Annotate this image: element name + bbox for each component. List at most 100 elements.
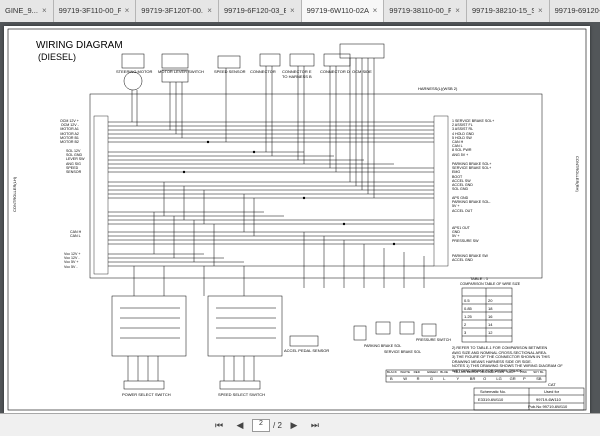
note-line: DRAWING MEANS HARNESS SIDE OR SIDE. <box>452 359 532 364</box>
color-code: L <box>443 376 446 381</box>
color-name: BLUE <box>440 370 449 374</box>
signal-label: ANG SIG <box>66 161 81 166</box>
tab-4-active[interactable]: 99719-6W110-02A_W...× <box>301 0 385 22</box>
signal-label: ACCEL OUT <box>452 208 473 213</box>
color-code: O <box>483 376 487 381</box>
close-icon[interactable]: × <box>207 6 212 15</box>
color-name: GREEN <box>426 370 438 374</box>
signal-label: Vcc 12V - <box>64 256 80 261</box>
signal-label: PRESSURE SW <box>452 238 479 243</box>
left-signal-group-4: Vcc 12V + Vcc 12V - Vcc 5V + Vcc 5V - <box>64 252 80 269</box>
tab-label: 99719-69120-00.pd... <box>554 6 600 15</box>
signal-label: 2 ASSIST FL <box>452 123 473 128</box>
signal-label: ANG 5V + <box>452 152 469 157</box>
label-motor-lever-switch: MOTOR LEVER SWITCH <box>158 69 204 74</box>
close-icon[interactable]: × <box>455 6 460 15</box>
document-viewer[interactable]: WIRING DIAGRAM (DIESEL) STEERING MOTOR M… <box>0 22 600 435</box>
label-accel-pedal-sensor: ACCEL PEDAL SENSOR <box>284 348 330 353</box>
color-code-names: BLACK WHITE RED GREEN BLUE YELLOW BROWN … <box>387 370 547 374</box>
first-page-icon[interactable]: ⏮ <box>214 419 224 430</box>
last-page-icon[interactable]: ⏭ <box>310 419 319 430</box>
right-signal-group-3: APS GND PARKING BRAKE SOL- 5V + ACCEL OU… <box>452 196 490 213</box>
signal-label: MOTOR B1 <box>60 135 79 140</box>
color-code: B <box>390 376 393 381</box>
signal-label: SOL GND <box>452 187 469 192</box>
signal-label: SOL 12V <box>66 149 81 153</box>
tab-7[interactable]: 99719-69120-00.pd... <box>549 0 600 22</box>
signal-label: 8 SOL PWR <box>452 148 472 153</box>
tab-label: 99719-6W110-02A_W... <box>306 6 369 15</box>
tab-label: GINE_9... <box>5 6 38 15</box>
label-ocm-side: OCM SIDE <box>352 69 372 74</box>
table-cell: 1.25 <box>464 314 472 319</box>
left-signal-group-2: SOL 12V SOL GND LEVER SW ANG SIG SPEED S… <box>66 149 85 174</box>
signal-label: APS GND <box>452 196 469 200</box>
page-number-input[interactable]: 2 <box>252 418 270 432</box>
signal-label: Vcc 5V - <box>64 264 78 269</box>
note-line: WET DISC BRAKE FOR DIESEL TRUCK. <box>452 368 524 373</box>
signal-label: OCM 12V + <box>60 119 79 123</box>
label-service-brake-sol: SERVICE BRAKE SOL <box>384 350 422 354</box>
next-page-icon[interactable]: ▶ <box>290 419 298 430</box>
table-row: 0.5 20 <box>464 297 492 305</box>
color-code: SB <box>536 376 542 381</box>
signal-label: SERVICE BRAKE SOL+ <box>452 166 492 171</box>
signal-label: CAN L <box>452 144 463 149</box>
close-icon[interactable]: × <box>124 6 130 15</box>
table-cell: 2 <box>464 322 467 327</box>
left-signal-group-3: CAN H CAN L <box>70 230 81 238</box>
table-cell: 20 <box>488 298 493 303</box>
close-icon[interactable]: × <box>372 6 378 15</box>
label-to-harness-b: TO HARNESS B <box>282 74 312 79</box>
note-line: 3) THE FIGURE OF THE CONNECTOR SHOWN IN … <box>452 355 550 360</box>
signal-label: Vcc 12V + <box>64 252 81 256</box>
table-cell: 14 <box>488 322 493 327</box>
label-pressure-switch: PRESSURE SWITCH <box>416 338 451 342</box>
tab-2[interactable]: 99719-3F120T-00.pdf× <box>136 0 219 22</box>
label-connector-d: CONNECTOR D <box>320 69 350 74</box>
tab-bar: GINE_9...× 99719-3F110-00_FOR...× 99719-… <box>0 0 600 23</box>
prev-page-icon[interactable]: ◀ <box>236 419 244 430</box>
close-icon[interactable]: × <box>41 6 47 15</box>
tab-3[interactable]: 99719-6F120-03_ELE...× <box>218 0 302 22</box>
close-icon[interactable]: × <box>289 6 295 15</box>
color-name: BLACK <box>387 370 397 374</box>
signal-label: MOTOR B2 <box>60 140 79 145</box>
signal-label: 1 SERVICE BRAKE SOL+ <box>452 119 495 123</box>
label-steering-motor: STEERING MOTOR <box>116 69 153 74</box>
right-signal-group-2: PARKING BRAKE SOL+ SERVICE BRAKE SOL+ EM… <box>452 162 491 191</box>
label-controller-left: CONTROLLER(LH) <box>12 176 17 212</box>
color-name: LT GRN <box>493 370 505 374</box>
table-row: 0.85 18 <box>464 305 492 313</box>
tab-0[interactable]: GINE_9...× <box>0 0 54 22</box>
color-code: Y <box>456 376 460 381</box>
label-power-select-switch: POWER SELECT SWITCH <box>122 392 171 397</box>
tab-5[interactable]: 99719-38110-00_FOR...× <box>384 0 467 22</box>
signal-label: ACCEL GND <box>452 258 473 263</box>
note-line: NOTES 1) THIS DRAWING SHOWS THE WIRING D… <box>452 364 563 369</box>
label-speed-select-switch: SPEED SELECT SWITCH <box>218 392 266 397</box>
table-cell: 12 <box>488 330 493 335</box>
pdf-page: WIRING DIAGRAM (DIESEL) STEERING MOTOR M… <box>4 26 590 413</box>
signal-label: APS1 OUT <box>452 226 470 230</box>
right-signal-group-1: 1 SERVICE BRAKE SOL+ 2 ASSIST FL 3 ASSIS… <box>452 119 494 157</box>
tab-1[interactable]: 99719-3F110-00_FOR...× <box>53 0 137 22</box>
color-code: G <box>429 376 434 381</box>
right-signal-group-5: PARKING BRAKE SW ACCEL GND <box>452 254 488 262</box>
tab-label: 99719-3F110-00_FOR... <box>58 6 121 15</box>
label-controller-right: CONTROLLER(RH) <box>575 156 580 192</box>
color-code: LG <box>496 376 502 381</box>
table-cell: 18 <box>488 306 493 311</box>
wiring-drawing <box>7 28 587 411</box>
close-icon[interactable]: × <box>537 6 543 15</box>
diagram-subtitle: (DIESEL) <box>38 52 77 62</box>
color-name: BROWN <box>466 370 479 374</box>
color-name: WHITE <box>400 370 410 374</box>
color-name: RED <box>413 370 420 374</box>
signal-label: SOL GND <box>66 153 83 158</box>
table-cell: 0.85 <box>464 306 472 311</box>
tab-6[interactable]: 99719-38210-15_SER...× <box>466 0 550 22</box>
table-cell: 3 <box>464 330 467 335</box>
diagram-title: WIRING DIAGRAM <box>36 40 123 51</box>
table-cell: 0.5 <box>464 298 470 303</box>
